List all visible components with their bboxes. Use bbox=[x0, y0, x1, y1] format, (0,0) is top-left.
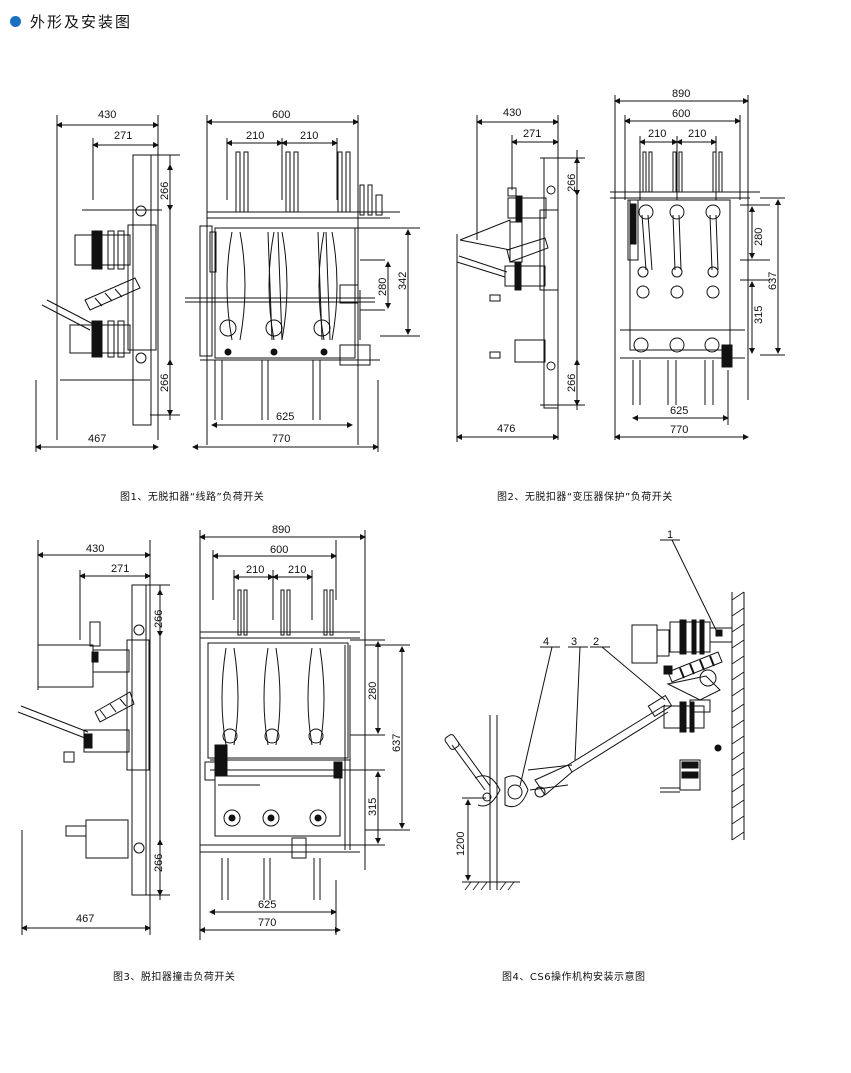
fig3-dim-890: 890 bbox=[272, 524, 290, 536]
fig1-poles bbox=[219, 231, 338, 356]
fig2-front-view bbox=[610, 95, 785, 440]
fig2-dim-637: 637 bbox=[767, 272, 779, 290]
fig4-dim-1200: 1200 bbox=[455, 832, 467, 856]
fig3-front-view bbox=[199, 530, 410, 940]
fig1-dim-467: 467 bbox=[88, 433, 106, 445]
fig4-label-2: 2 bbox=[593, 636, 599, 648]
fig4-wall-hatch bbox=[731, 591, 745, 841]
fig2-dim-625: 625 bbox=[670, 405, 688, 417]
fig1-dim-210-a: 210 bbox=[246, 130, 264, 142]
fig2-poles bbox=[633, 204, 721, 353]
fig3-dim-600: 600 bbox=[270, 544, 288, 556]
bullet-dot-icon bbox=[10, 15, 21, 27]
fig1-side-view bbox=[35, 115, 180, 452]
fig3-dim-430: 430 bbox=[86, 543, 104, 555]
section-header: 外形及安装图 bbox=[10, 8, 132, 34]
fig1-dim-625: 625 bbox=[276, 411, 294, 423]
figure-1-drawing: 430 271 266 266 467 600 210 210 280 342 … bbox=[35, 109, 420, 452]
fig1-dim-271: 271 bbox=[114, 130, 132, 142]
fig4-label-4: 4 bbox=[543, 636, 549, 648]
fig3-dim-266-top: 266 bbox=[153, 610, 165, 628]
fig4-floor-hatch bbox=[464, 881, 515, 891]
fig3-dim-210-b: 210 bbox=[288, 564, 306, 576]
fig3-side-view bbox=[17, 540, 170, 935]
fig4-label-3: 3 bbox=[571, 636, 577, 648]
fig1-dim-342: 342 bbox=[397, 272, 409, 290]
fig1-dim-210-b: 210 bbox=[300, 130, 318, 142]
fig1-dim-430: 430 bbox=[98, 109, 116, 121]
fig3-dim-280: 280 bbox=[367, 682, 379, 700]
figure-4-caption: 图4、CS6操作机构安装示意图 bbox=[502, 970, 646, 983]
fig2-dim-210-a: 210 bbox=[648, 128, 666, 140]
fig1-dim-266-top: 266 bbox=[159, 182, 171, 200]
fig3-dim-266-bottom: 266 bbox=[153, 854, 165, 872]
fig2-dim-430: 430 bbox=[503, 107, 521, 119]
fig1-dim-770: 770 bbox=[272, 433, 290, 445]
section-title: 外形及安装图 bbox=[30, 12, 133, 31]
fig2-dim-210-b: 210 bbox=[688, 128, 706, 140]
figure-1-caption: 图1、无脱扣器“线路”负荷开关 bbox=[120, 490, 264, 503]
fig2-side-view bbox=[456, 115, 585, 442]
fig2-dim-476: 476 bbox=[497, 423, 515, 435]
fig3-poles bbox=[221, 647, 327, 827]
figure-2-drawing: 430 271 266 266 476 890 600 210 210 280 … bbox=[456, 88, 785, 442]
fig1-front-view bbox=[185, 115, 420, 452]
fig3-dim-315: 315 bbox=[367, 798, 379, 816]
fig2-dim-266-bottom: 266 bbox=[566, 374, 578, 392]
fig4-label-1: 1 bbox=[667, 529, 673, 541]
fig1-dim-266-bottom: 266 bbox=[159, 374, 171, 392]
figure-2-caption: 图2、无脱扣器“变压器保护”负荷开关 bbox=[497, 490, 673, 503]
fig3-dim-467: 467 bbox=[76, 913, 94, 925]
fig3-dim-210-a: 210 bbox=[246, 564, 264, 576]
fig2-dim-266-top: 266 bbox=[566, 174, 578, 192]
fig2-dim-600: 600 bbox=[672, 108, 690, 120]
fig2-dim-280: 280 bbox=[753, 228, 765, 246]
fig2-dim-271: 271 bbox=[523, 128, 541, 140]
fig2-dim-770: 770 bbox=[670, 424, 688, 436]
fig3-dim-770: 770 bbox=[258, 917, 276, 929]
fig2-dim-890: 890 bbox=[672, 88, 690, 100]
fig1-dim-280: 280 bbox=[377, 278, 389, 296]
figure-4-drawing: 1 2 3 4 1200 bbox=[444, 529, 745, 891]
fig2-dim-315: 315 bbox=[753, 306, 765, 324]
fig3-dim-271: 271 bbox=[111, 563, 129, 575]
figure-3-caption: 图3、脱扣器撞击负荷开关 bbox=[113, 970, 235, 983]
fig3-dim-637: 637 bbox=[391, 734, 403, 752]
figure-3-drawing: 430 271 266 266 467 890 600 210 210 280 … bbox=[17, 524, 410, 940]
fig3-dim-625: 625 bbox=[258, 899, 276, 911]
fig1-dim-600: 600 bbox=[272, 109, 290, 121]
